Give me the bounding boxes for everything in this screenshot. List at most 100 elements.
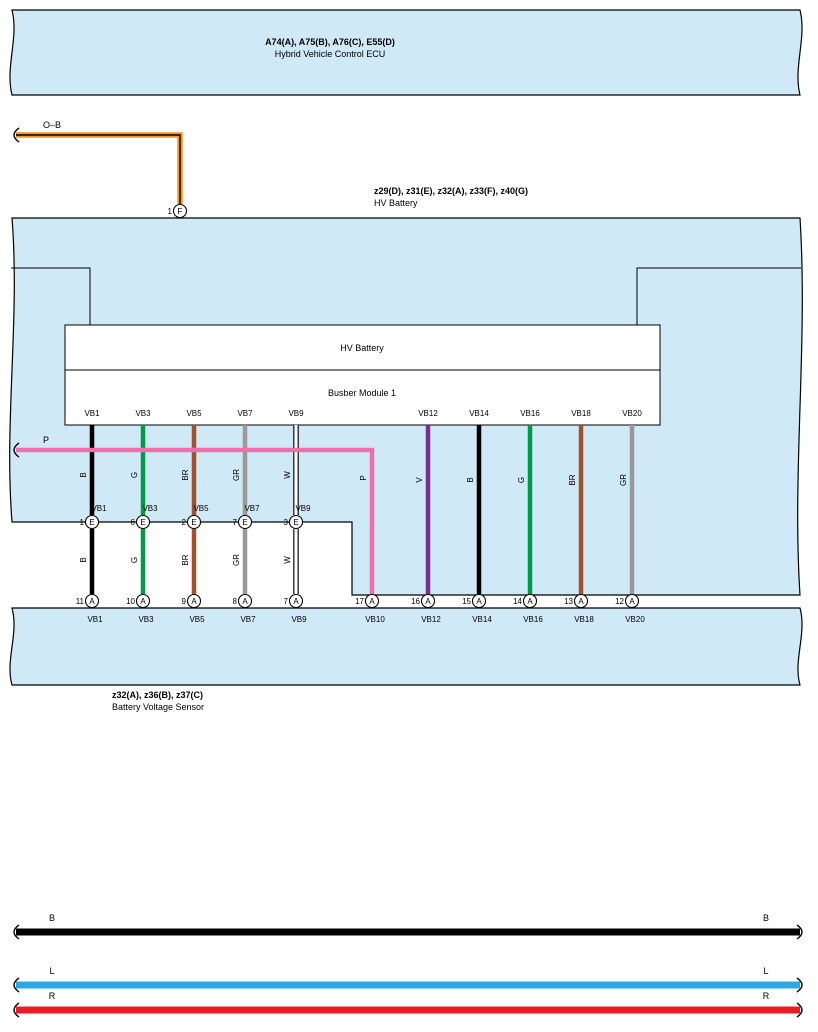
connector-pin: 1 [168,207,173,216]
wire-color-label: B [79,557,88,562]
bottom-terminal-label: VB20 [625,615,645,624]
left-wires-lower: B G BR GR W [79,529,299,594]
connector-letter: E [140,518,145,527]
right-wires: V B G BR GR [415,425,635,594]
connector-pin: 7 [284,597,289,606]
connector-pin: 13 [564,597,573,606]
mid-terminal-label: VB1 [91,504,107,513]
bottom-terminal-label: VB14 [472,615,492,624]
wire-vb10 [16,447,375,594]
hv-battery-name: HV Battery [374,198,418,208]
wire-color-label: G [130,557,139,563]
terminal-label: VB20 [622,409,642,418]
connector-pin: 3 [284,518,289,527]
hv-battery-inner-box [64,324,661,371]
wire-color-label: G [130,472,139,478]
connector-circle-e [84,514,100,530]
sensor-codes: z32(A), z36(B), z37(C) [112,690,203,700]
connector-pin: 6 [131,518,136,527]
wire-color-label: P [359,475,368,480]
busbar-module-label: Busber Module 1 [328,388,396,398]
sensor-box [9,607,803,686]
connection-line-left [11,267,91,325]
wire-color-label: R [763,991,770,1001]
bottom-terminal-label: VB1 [87,615,103,624]
connector-circle-a [237,593,253,609]
connector-pin: 9 [182,597,187,606]
ecu-box [9,9,803,96]
wire-color-label: L [763,966,768,976]
wire-color-label: W [283,556,292,564]
connector-letter: A [527,597,533,606]
bottom-terminal-label: VB7 [240,615,256,624]
ob-wire [16,132,183,204]
connector-pin: 8 [233,597,238,606]
connector-pin: 1 [80,518,85,527]
connector-circle-e [186,514,202,530]
wire-break-icon [796,1002,803,1018]
a-connector-row: 11 A VB1 10 A VB3 9 A VB5 8 A VB7 7 A VB… [76,593,645,624]
connector-letter: A [140,597,146,606]
ecu-codes: A74(A), A75(B), A76(C), E55(D) [265,37,395,47]
connector-letter: A [629,597,635,606]
connector-circle-a [624,593,640,609]
hv-battery-inner-label: HV Battery [340,343,384,353]
connector-letter: A [476,597,482,606]
wire-break-icon [13,1002,20,1018]
wire-color-label: BR [181,469,190,480]
wire-color-label: B [79,472,88,477]
connector-letter: E [89,518,94,527]
bottom-terminal-label: VB9 [291,615,307,624]
bottom-terminal-label: VB10 [365,615,385,624]
bottom-bus-wires: B B L L R R [13,913,803,1018]
mid-terminal-label: VB9 [295,504,311,513]
bottom-terminal-label: VB5 [189,615,205,624]
wire-color-label: G [517,477,526,483]
mid-terminal-label: VB5 [193,504,209,513]
wire-color-label: W [283,471,292,479]
connector-letter: E [191,518,196,527]
bottom-terminal-label: VB12 [421,615,441,624]
connector-pin: 14 [513,597,522,606]
ob-wire-stripe [16,134,181,204]
pink-wire-group: P P [13,435,375,594]
wire-color-label: V [415,477,424,483]
connector-circle-a [522,593,538,609]
wire-break-icon [13,924,20,940]
connector-circle-e [237,514,253,530]
terminal-label: VB14 [469,409,489,418]
terminal-label: VB18 [571,409,591,418]
connector-pin: 2 [182,518,187,527]
mid-terminal-label: VB7 [244,504,260,513]
wire-color-label: GR [619,474,628,486]
terminal-label: VB7 [237,409,253,418]
wire-color-label: GR [232,554,241,566]
ecu-name: Hybrid Vehicle Control ECU [275,49,386,59]
busbar-module-box [64,369,661,426]
wire-break-icon [796,977,803,993]
wire-break-icon [13,442,20,458]
connector-pin: 12 [615,597,624,606]
ob-wire-label: O–B [43,120,61,130]
connector-pin: 11 [76,597,85,606]
connector-letter: A [191,597,197,606]
connector-circle-a [471,593,487,609]
connection-line-right [636,267,801,325]
connector-circle-a [573,593,589,609]
connector-circle-e [288,514,304,530]
wire-color-label: BR [568,474,577,485]
connector-circle-a [84,593,100,609]
connector-pin: 7 [233,518,238,527]
connector-pin: 17 [355,597,364,606]
wire-color-label: R [49,991,56,1001]
terminal-label: VB12 [418,409,438,418]
terminal-label: VB3 [135,409,151,418]
terminal-label: VB1 [84,409,100,418]
connector-circle-e [135,514,151,530]
wire-break-icon [13,127,20,143]
wire-color-label: P [43,435,49,445]
connector-pin: 10 [126,597,135,606]
connector-letter: A [89,597,95,606]
connector-circle-a [420,593,436,609]
connector-circle-a [288,593,304,609]
